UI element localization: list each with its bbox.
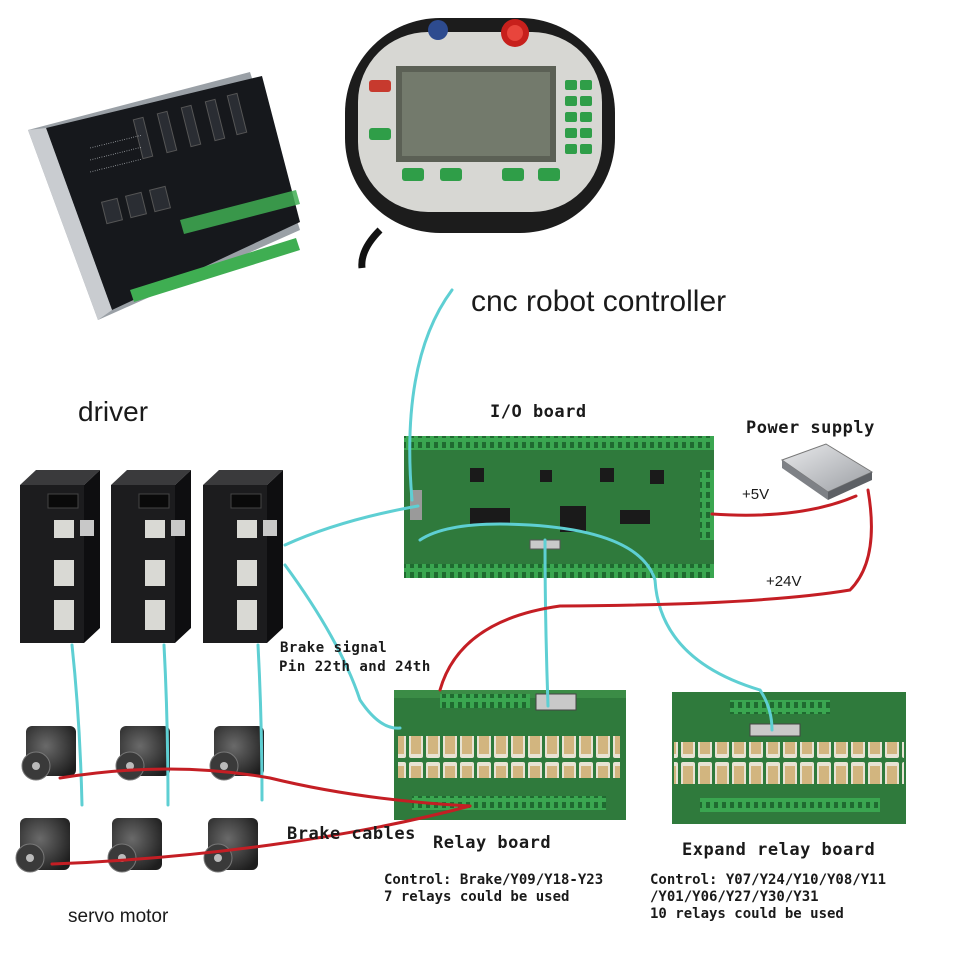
servo-drivers bbox=[20, 470, 283, 643]
cable-driver1-motor bbox=[70, 643, 84, 807]
expand-control-note: Control: Y07/Y24/Y10/Y08/Y11 /Y01/Y06/Y2… bbox=[650, 872, 886, 923]
servo-driver-1 bbox=[20, 470, 100, 643]
expand-note-line3: 10 relays could be used bbox=[650, 906, 844, 922]
signal-cables bbox=[70, 288, 774, 807]
cable-24v bbox=[438, 488, 873, 692]
cnc-controller-box: ······················· ················… bbox=[28, 72, 300, 320]
expand-note-line1: Control: Y07/Y24/Y10/Y08/Y11 bbox=[650, 872, 887, 888]
power-supply-label: Power supply bbox=[746, 418, 875, 438]
servo-motor-label: servo motor bbox=[68, 906, 169, 927]
teach-pendant bbox=[345, 18, 615, 269]
cable-driver-to-relay bbox=[283, 563, 402, 730]
cable-io-to-expand bbox=[418, 522, 774, 732]
cable-controller-to-io bbox=[408, 288, 454, 502]
servo-driver-3 bbox=[203, 470, 283, 643]
brake-cables-label: Brake cables bbox=[287, 824, 416, 844]
servo-motor-6 bbox=[203, 818, 258, 873]
servo-motors bbox=[15, 726, 264, 873]
cable-brake-1 bbox=[58, 767, 472, 808]
relay-board-label: Relay board bbox=[433, 833, 552, 853]
io-board-label: I/O board bbox=[490, 402, 587, 422]
cable-brake-2 bbox=[50, 804, 472, 866]
io-board-graphic bbox=[404, 436, 714, 578]
driver-label: driver bbox=[78, 396, 149, 427]
power-supply-graphic bbox=[780, 443, 874, 500]
servo-motor-2 bbox=[115, 726, 170, 781]
power-cables bbox=[50, 488, 873, 866]
expand-note-line2: /Y01/Y06/Y27/Y30/Y31 bbox=[650, 889, 819, 905]
relay-board-graphic bbox=[394, 690, 626, 820]
cable-driver-to-io bbox=[283, 504, 420, 547]
cable-io-to-relay bbox=[543, 538, 550, 708]
servo-motor-4 bbox=[15, 818, 70, 873]
plus5v-label: +5V bbox=[742, 486, 770, 503]
brake-pin-label: Pin 22th and 24th bbox=[279, 659, 431, 675]
relay-control-note: Control: Brake/Y09/Y18-Y23 7 relays coul… bbox=[384, 872, 603, 906]
servo-motor-5 bbox=[107, 818, 162, 873]
expand-relay-board-label: Expand relay board bbox=[682, 840, 876, 860]
relay-note-line2: 7 relays could be used bbox=[384, 889, 570, 905]
expand-relay-board-graphic bbox=[672, 692, 906, 824]
cable-driver2-motor bbox=[162, 643, 170, 807]
relay-note-line1: Control: Brake/Y09/Y18-Y23 bbox=[384, 872, 604, 888]
servo-motor-1 bbox=[21, 726, 76, 781]
brake-signal-label: Brake signal bbox=[280, 640, 388, 656]
cable-driver3-motor bbox=[256, 643, 264, 802]
servo-driver-2 bbox=[111, 470, 191, 643]
plus24v-label: +24V bbox=[766, 573, 802, 590]
cable-5v bbox=[710, 494, 858, 517]
cnc-controller-label: cnc robot controller bbox=[471, 285, 727, 318]
